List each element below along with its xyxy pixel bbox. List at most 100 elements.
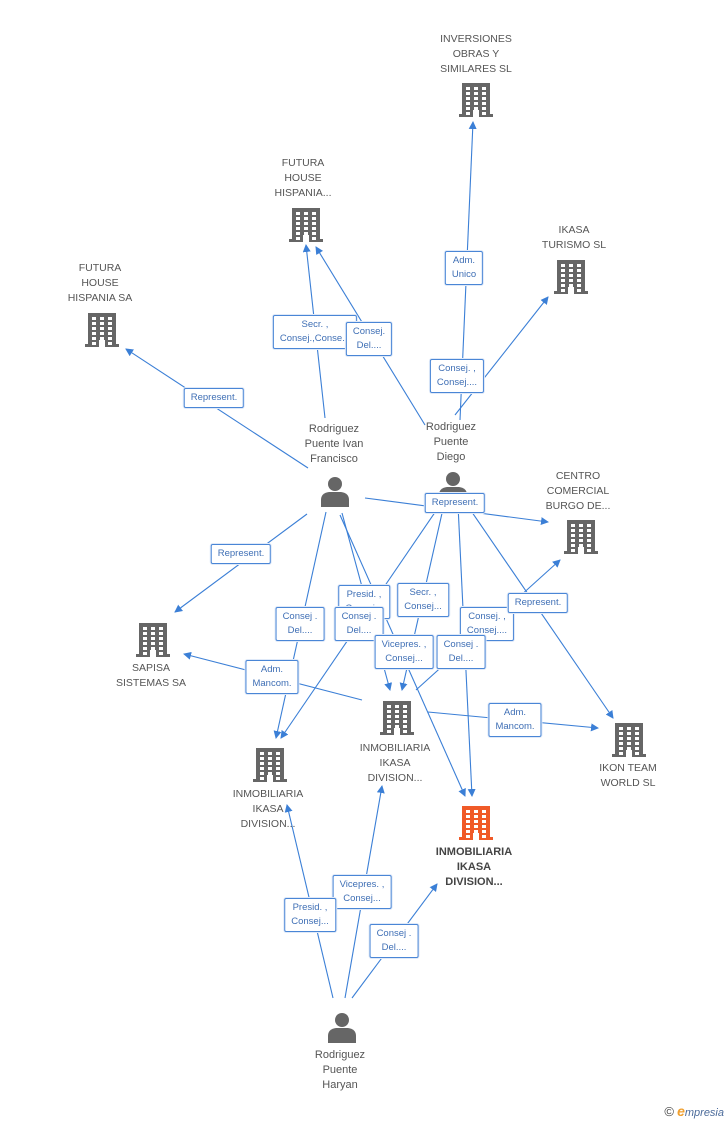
node-label-line: Haryan	[322, 1079, 358, 1091]
node-label-inmo_main[interactable]: INMOBILIARIA IKASA DIVISION...	[409, 845, 539, 890]
node-label-line: Diego	[436, 451, 466, 463]
building-icon[interactable]	[85, 313, 119, 347]
edge-label-ivan-to-futura_hispania[interactable]: Secr. , Consej.,Conse...	[272, 315, 358, 349]
node-label-line: Rodriguez	[425, 421, 477, 433]
edge-label-ivan-to-inmo_main[interactable]: Consej . Del....	[334, 607, 384, 641]
node-label-line: IKASA	[456, 861, 492, 873]
edge-label-inmo_main-to-centro[interactable]: Represent.	[507, 593, 569, 613]
node-label-line: FUTURA	[78, 262, 122, 274]
edge-label-line: Adm.	[452, 255, 476, 266]
node-label-line: HISPANIA...	[274, 187, 332, 199]
node-label-line: HOUSE	[284, 172, 322, 184]
edge-label-line: Represent.	[190, 392, 238, 403]
edge-label-line: Del....	[381, 942, 407, 953]
edge-label-ivan-to-futura_sa[interactable]: Represent.	[183, 388, 245, 408]
building-icon[interactable]	[564, 520, 598, 554]
building-icon[interactable]	[612, 723, 646, 757]
edge-label-line: Consej....	[466, 625, 508, 636]
edge-label-line: Del....	[346, 625, 372, 636]
node-label-line: BURGO DE...	[545, 500, 611, 512]
node-label-line: Francisco	[310, 453, 358, 465]
edge-label-line: Consej .	[443, 639, 479, 650]
node-label-line: IKON TEAM	[599, 762, 657, 774]
edge-label-line: Consej.	[352, 326, 386, 337]
edge-label-haryan-to-inmo_left[interactable]: Presid. , Consej...	[284, 898, 336, 932]
building-icon[interactable]	[459, 806, 493, 840]
building-icon[interactable]	[136, 623, 170, 657]
node-label-line: FUTURA	[281, 157, 325, 169]
building-icon[interactable]	[459, 83, 493, 117]
node-label-line: Puente Ivan	[304, 438, 364, 450]
edge-label-line: Consej .	[282, 611, 318, 622]
edge-label-diego-to-futura_hispania[interactable]: Consej. Del....	[345, 322, 393, 356]
edge-label-ivan-to-inmo_left[interactable]: Consej . Del....	[275, 607, 325, 641]
edge-label-line: Secr. ,	[409, 587, 437, 598]
edge-label-line: Adm.	[503, 707, 527, 718]
edge-label-line: Del....	[356, 340, 382, 351]
node-label-line: DIVISION...	[445, 876, 503, 888]
node-label-line: OBRAS Y	[452, 48, 500, 60]
building-icon[interactable]	[253, 748, 287, 782]
node-label-inversiones[interactable]: INVERSIONES OBRAS Y SIMILARES SL	[411, 32, 541, 77]
edge-label-line: Consej.,Conse...	[279, 333, 351, 344]
node-label-line: INMOBILIARIA	[359, 742, 431, 754]
edge-label-line: Secr. ,	[301, 319, 329, 330]
edge-label-inmo_center-to-ikon[interactable]: Adm.Mancom.	[488, 703, 542, 737]
node-label-line: DIVISION...	[240, 818, 296, 830]
node-label-line: CENTRO	[555, 470, 601, 482]
edge-label-line: Vicepres. ,	[339, 879, 385, 890]
node-label-futura_hispania[interactable]: FUTURA HOUSE HISPANIA...	[238, 156, 368, 201]
edge-label-haryan-to-inmo_center[interactable]: Vicepres. , Consej...	[332, 875, 392, 909]
node-label-inmo_left[interactable]: INMOBILIARIA IKASA DIVISION...	[203, 787, 333, 832]
node-label-line: Rodriguez	[314, 1049, 366, 1061]
node-label-line: IKASA	[252, 803, 284, 815]
edge-label-line: Consej. ,	[438, 363, 476, 374]
person-icon[interactable]	[321, 477, 349, 507]
edge-label-diego-to-inmo_center[interactable]: Secr. , Consej...	[397, 583, 449, 617]
edge-label-diego-to-ikasa_turismo[interactable]: Consej. , Consej....	[429, 359, 485, 393]
edge-label-line: Del....	[287, 625, 313, 636]
edge-label-diego-to-inmo_left[interactable]: Vicepres. ,Consej...	[374, 635, 434, 669]
edge-label-line: Consej .	[341, 611, 377, 622]
node-label-line: INMOBILIARIA	[435, 846, 513, 858]
edge-label-line: Consej...	[291, 916, 329, 927]
node-label-line: Puente	[433, 436, 469, 448]
edge-label-line: Consej....	[436, 377, 478, 388]
edge-label-line: Consej...	[343, 893, 381, 904]
edge-ivan-to-futura_sa	[125, 348, 309, 469]
edge-label-ivan-to-sapisa[interactable]: Represent.	[210, 544, 272, 564]
node-label-line: Puente	[322, 1064, 358, 1076]
edge-label-diego-to-inmo_main[interactable]: Consej .Del....	[436, 635, 486, 669]
edge-label-line: Mancom.	[252, 678, 292, 689]
node-label-line: IKASA	[558, 224, 590, 236]
node-label-line: SIMILARES SL	[440, 63, 512, 75]
building-icon[interactable]	[289, 208, 323, 242]
edge-label-line: Adm.	[260, 664, 284, 675]
edge-label-inmo_center-to-sapisa[interactable]: Adm. Mancom.	[245, 660, 299, 694]
building-icon[interactable]	[380, 701, 414, 735]
node-label-line: HISPANIA SA	[67, 292, 133, 304]
edge-label-diego-to-inversiones[interactable]: Adm.Unico	[444, 251, 484, 285]
edge-label-line: Consej .	[376, 928, 412, 939]
node-label-line: INVERSIONES	[440, 33, 512, 45]
brand-footer: © empresia	[664, 1103, 724, 1119]
node-label-line: INMOBILIARIA	[232, 788, 304, 800]
edge-label-line: Consej. ,	[468, 611, 506, 622]
edge-label-ivan-to-centro[interactable]: Represent.	[424, 493, 486, 513]
edge-label-line: Presid. ,	[346, 589, 382, 600]
edge-label-haryan-to-inmo_main[interactable]: Consej . Del....	[369, 924, 419, 958]
edge-label-line: Presid. ,	[292, 902, 328, 913]
edge-label-line: Represent.	[514, 597, 562, 608]
building-icon[interactable]	[554, 260, 588, 294]
edge-label-line: Consej...	[404, 601, 442, 612]
person-icon[interactable]	[328, 1013, 356, 1043]
